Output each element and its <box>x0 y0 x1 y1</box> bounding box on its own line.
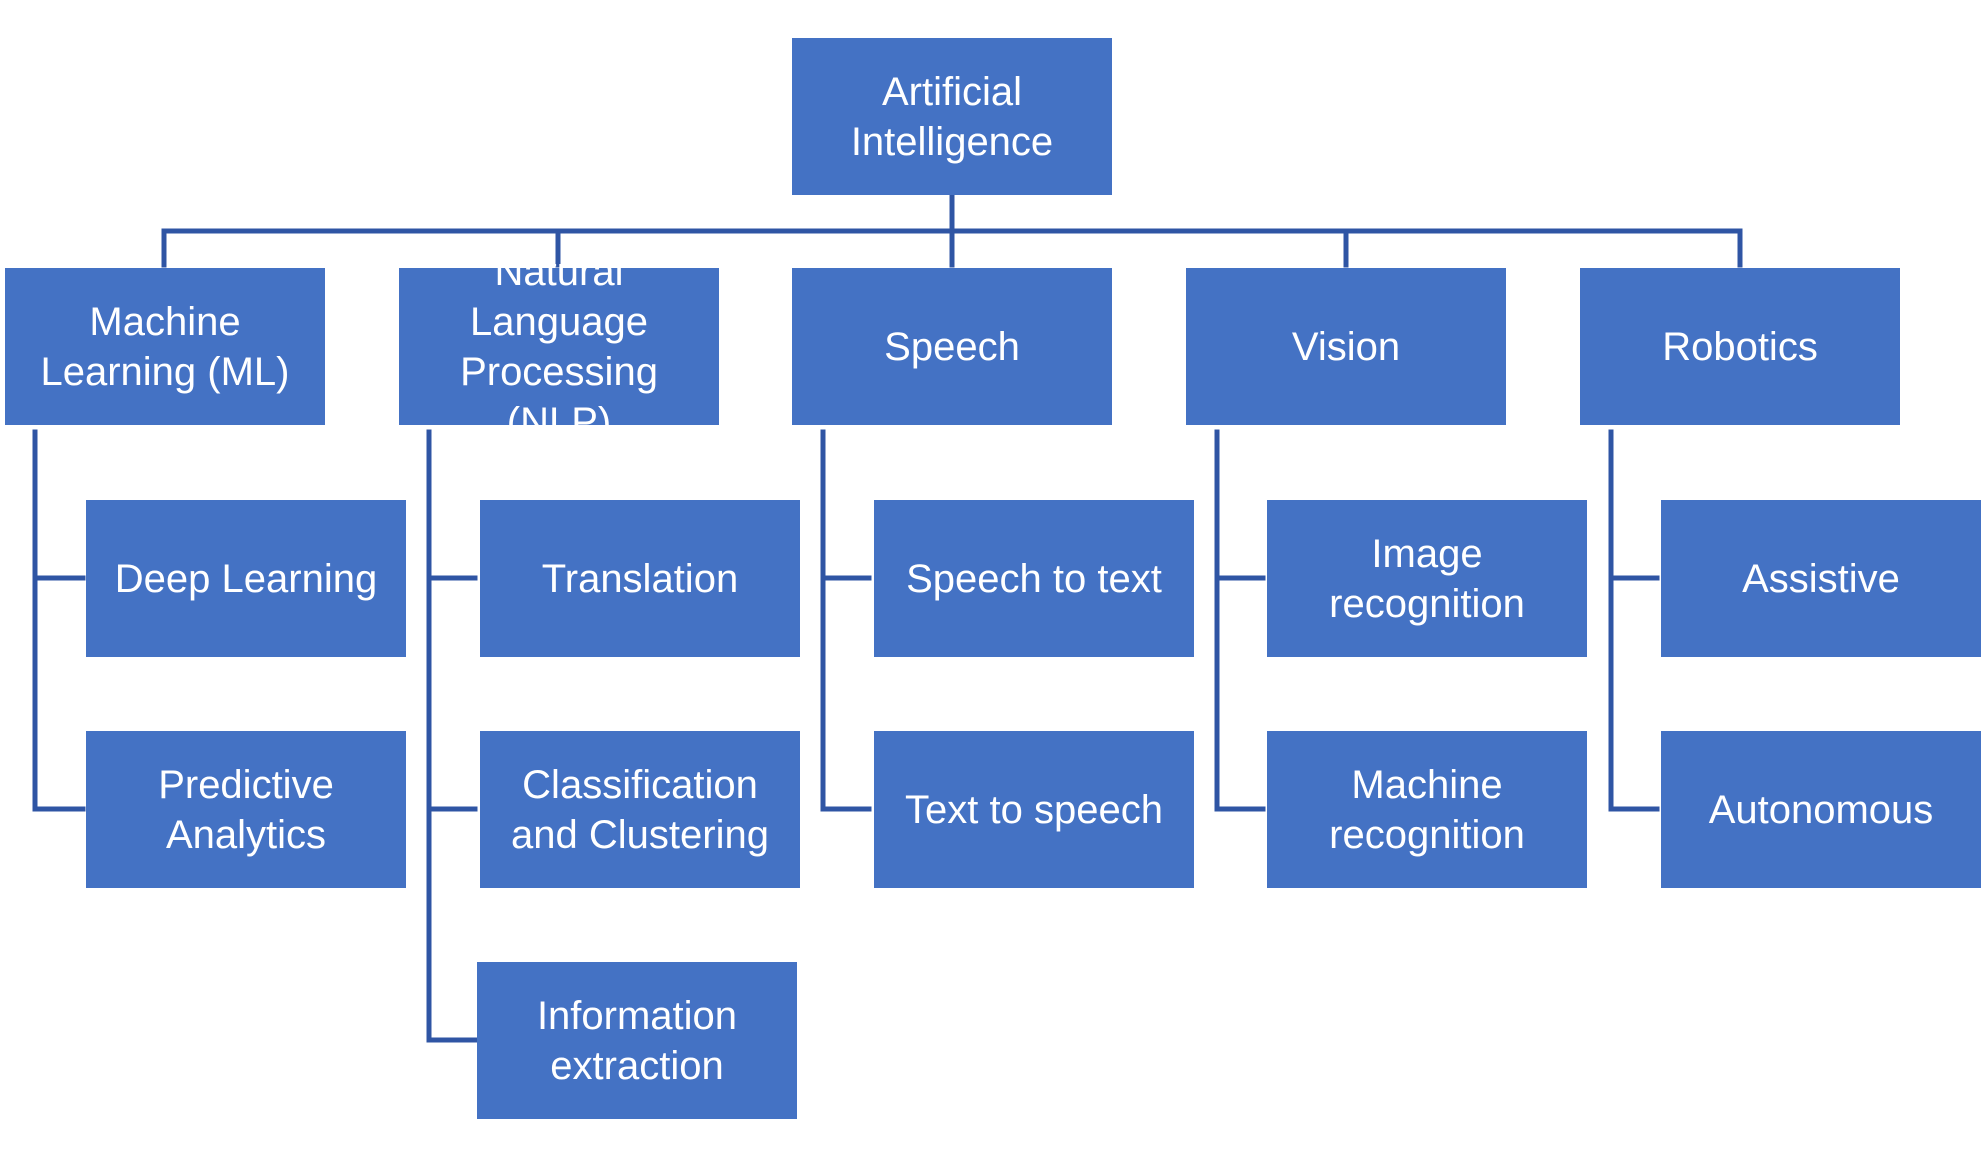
vision-child-image-recognition: Image recognition <box>1267 500 1587 657</box>
category-nlp: Natural Language Processing (NLP) <box>399 250 719 444</box>
speech-child-text-to-speech: Text to speech <box>874 731 1194 888</box>
nlp-child-classification: Classification and Clustering <box>480 731 800 888</box>
ml-child-predictive-analytics: Predictive Analytics <box>86 731 406 888</box>
root-node: Artificial Intelligence <box>792 38 1112 195</box>
speech-child-speech-to-text: Speech to text <box>874 500 1194 657</box>
category-ml: Machine Learning (ML) <box>5 268 325 425</box>
category-speech: Speech <box>792 268 1112 425</box>
vision-child-machine-recognition: Machine recognition <box>1267 731 1587 888</box>
robotics-child-assistive: Assistive <box>1661 500 1981 657</box>
category-vision: Vision <box>1186 268 1506 425</box>
nlp-child-information-extraction: Information extraction <box>477 962 797 1119</box>
robotics-child-autonomous: Autonomous <box>1661 731 1981 888</box>
category-robotics: Robotics <box>1580 268 1900 425</box>
ml-child-deep-learning: Deep Learning <box>86 500 406 657</box>
nlp-child-translation: Translation <box>480 500 800 657</box>
